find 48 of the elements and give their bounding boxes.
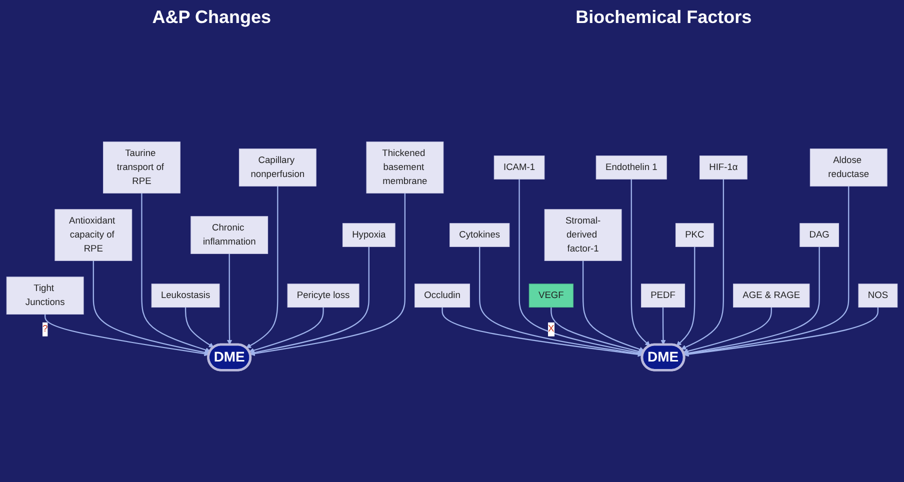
panel-heading: A&P Changes	[152, 6, 271, 28]
arrow	[550, 307, 644, 354]
arrow	[442, 307, 643, 357]
node-box: Capillary nonperfusion	[238, 148, 316, 186]
node-box: HIF-1α	[700, 156, 748, 180]
arrow	[676, 246, 696, 346]
edge-label: ?	[42, 324, 48, 334]
node-box: Antioxidant capacity of RPE	[54, 209, 132, 261]
arrow	[250, 246, 370, 356]
arrow	[683, 307, 772, 354]
arrow	[227, 254, 232, 346]
arrow	[518, 179, 644, 356]
node-box: Chronic inflammation	[190, 216, 268, 254]
arrow	[684, 307, 879, 357]
arrow	[582, 260, 644, 352]
node-box: ICAM-1	[494, 156, 545, 180]
arrow	[660, 307, 666, 346]
arrow	[630, 179, 650, 346]
node-box: VEGF	[528, 284, 574, 308]
node-box: Thickened basement membrane	[366, 142, 444, 194]
node-box: PKC	[675, 223, 714, 247]
node-box: Endothelin 1	[596, 156, 667, 180]
arrow	[92, 260, 210, 355]
node-box: AGE & RAGE	[733, 284, 810, 308]
node-box: Leukostasis	[151, 284, 220, 308]
node-box: NOS	[858, 284, 898, 308]
node-box: Tight Junctions	[6, 276, 84, 315]
arrow	[249, 307, 324, 353]
arrow	[684, 186, 850, 356]
node-box: Cytokines	[450, 223, 510, 247]
node-box: Pericyte loss	[287, 284, 360, 308]
panel-heading: Biochemical Factors	[576, 6, 752, 28]
arrow	[184, 307, 214, 348]
arrow	[141, 193, 210, 352]
arrow	[250, 193, 406, 356]
node-box: DAG	[800, 223, 840, 247]
arrow	[479, 246, 643, 356]
node-box: Hypoxia	[342, 223, 396, 247]
node-box: Stromal-derived factor-1	[544, 209, 622, 261]
node-box: Occludin	[414, 284, 470, 308]
arrow	[681, 179, 724, 350]
node-box: Aldose reductase	[810, 148, 888, 186]
arrow	[246, 186, 278, 348]
arrow	[684, 246, 820, 356]
node-box: PEDF	[640, 284, 686, 308]
node-box: Taurine transport of RPE	[103, 142, 180, 194]
edge-label: X	[548, 324, 554, 334]
arrow	[44, 314, 210, 356]
